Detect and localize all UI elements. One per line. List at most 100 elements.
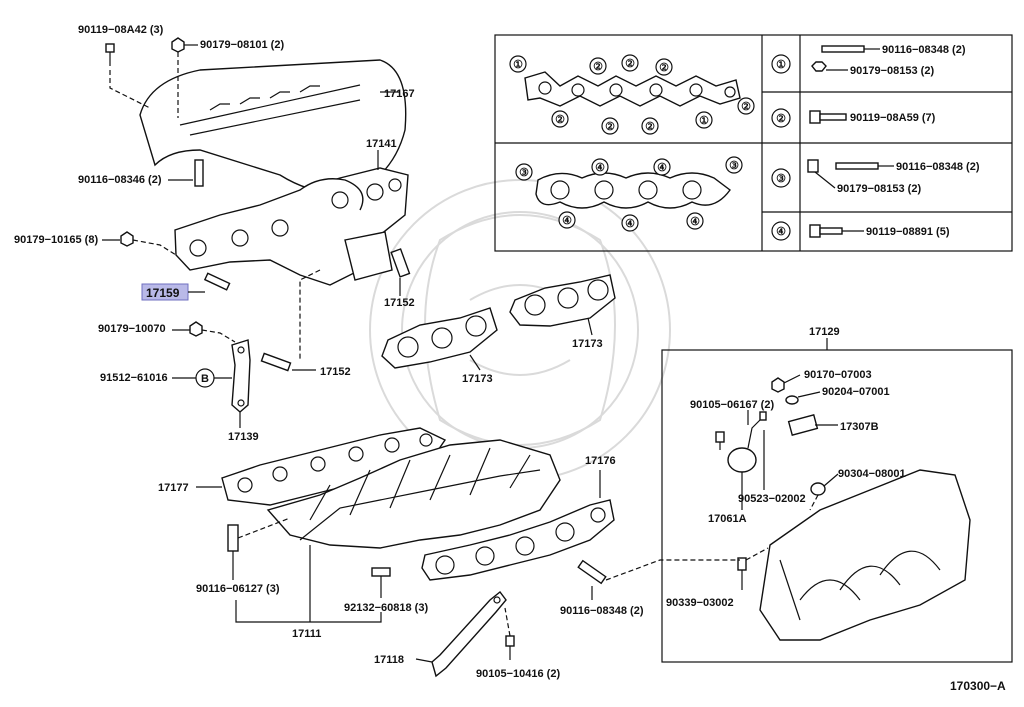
svg-text:91512−61016: 91512−61016 — [100, 372, 168, 384]
upper-gasket-drawing — [524, 71, 741, 107]
stay-17118 — [431, 591, 507, 678]
diagram-code: 170300−A — [950, 679, 1006, 693]
bolt-head-icon — [809, 110, 821, 124]
svg-text:90116−08348 (2): 90116−08348 (2) — [882, 44, 966, 56]
svg-text:90179−08101 (2): 90179−08101 (2) — [200, 39, 284, 51]
svg-text:④: ④ — [690, 216, 700, 228]
svg-text:③: ③ — [729, 160, 739, 172]
bolt-head-icon — [809, 224, 821, 238]
callout-1: ① — [513, 59, 523, 71]
stud-17152-lower — [260, 352, 292, 372]
svg-text:17152: 17152 — [384, 297, 415, 309]
part-17159-label: 17159 — [146, 286, 180, 300]
stud-90116-06127 — [227, 524, 239, 552]
svg-text:90339−03002: 90339−03002 — [666, 597, 734, 609]
plenum-17129 — [759, 469, 971, 641]
stud-90116-08348-lower — [577, 559, 607, 585]
actuator-17061A — [727, 411, 767, 473]
svg-text:17139: 17139 — [228, 431, 259, 443]
svg-text:②: ② — [625, 58, 635, 70]
legend-row-1: ① 90116−08348 (2) 90179−08153 (2) — [771, 44, 966, 77]
svg-text:90179−10165 (8): 90179−10165 (8) — [14, 234, 98, 246]
svg-text:90179−08153 (2): 90179−08153 (2) — [837, 183, 921, 195]
svg-text:17176: 17176 — [585, 455, 616, 467]
svg-text:②: ② — [605, 121, 615, 133]
nut-90170-07003 — [771, 377, 785, 393]
svg-text:17118: 17118 — [374, 654, 404, 666]
gasket-17176 — [421, 499, 615, 581]
svg-text:B: B — [201, 373, 209, 385]
bolt-90105-10416 — [505, 635, 515, 647]
o-ring-90304-08001 — [810, 482, 826, 496]
svg-text:17129: 17129 — [809, 326, 840, 338]
svg-text:17061A: 17061A — [708, 513, 747, 525]
stud-17152-upper — [390, 248, 411, 278]
legend-row-3: ③ 90116−08348 (2) 90179−08153 (2) — [771, 159, 980, 195]
svg-text:①: ① — [699, 115, 709, 127]
nut-90179-08101 — [171, 37, 185, 53]
exhaust-manifold-17141 — [174, 167, 409, 286]
nut-90179-10070 — [189, 321, 203, 337]
svg-text:90204−07001: 90204−07001 — [822, 386, 890, 398]
svg-text:90119−08A42 (3): 90119−08A42 (3) — [78, 24, 164, 36]
svg-text:90304−08001: 90304−08001 — [838, 468, 906, 480]
svg-text:90523−02002: 90523−02002 — [738, 493, 806, 505]
vsv-17307B — [787, 414, 838, 436]
svg-text:90116−06127 (3): 90116−06127 (3) — [196, 583, 280, 595]
bolt-90119-08A42 — [105, 43, 115, 66]
nut-90179-10165 — [120, 231, 134, 247]
bracket-17139 — [231, 339, 251, 413]
svg-text:④: ④ — [625, 218, 635, 230]
svg-text:③: ③ — [519, 167, 529, 179]
svg-text:90170−07003: 90170−07003 — [804, 369, 872, 381]
stud-17159 — [203, 272, 231, 291]
nut-icon — [807, 159, 819, 173]
svg-text:①: ① — [776, 59, 786, 71]
legend-row-2: ② 90119−08A59 (7) — [771, 108, 936, 128]
svg-text:90116−08348 (2): 90116−08348 (2) — [560, 605, 644, 617]
svg-text:④: ④ — [657, 162, 667, 174]
svg-text:17177: 17177 — [158, 482, 189, 494]
svg-text:②: ② — [645, 121, 655, 133]
svg-text:②: ② — [741, 101, 751, 113]
svg-text:90105−06167 (2): 90105−06167 (2) — [690, 399, 774, 411]
gasket-17173-right — [509, 274, 616, 327]
intake-plenum-box — [661, 349, 1013, 663]
svg-text:90116−08346 (2): 90116−08346 (2) — [78, 174, 162, 186]
svg-text:④: ④ — [562, 215, 572, 227]
legend-row-4: ④ 90119−08891 (5) — [771, 221, 950, 241]
gasket-legend-box: ① ② ② ② ② ② ② ② ① ③ ④ ④ ③ ④ ④ ④ ① — [494, 34, 1013, 252]
lower-gasket-drawing — [535, 172, 731, 209]
svg-text:④: ④ — [776, 226, 786, 238]
bolt-90105-06167 — [715, 431, 725, 443]
nut-icon — [811, 61, 827, 72]
svg-text:92132−60818 (3): 92132−60818 (3) — [344, 602, 428, 614]
svg-text:②: ② — [593, 61, 603, 73]
svg-text:17152: 17152 — [320, 366, 351, 378]
bolt-icon — [821, 45, 865, 53]
svg-text:17111: 17111 — [292, 628, 321, 640]
bolt-icon — [835, 162, 879, 170]
svg-text:④: ④ — [595, 162, 605, 174]
svg-text:③: ③ — [776, 173, 786, 185]
gasket-17173-left — [381, 307, 498, 369]
svg-text:17141: 17141 — [366, 138, 397, 150]
stud-92132-60818 — [371, 567, 391, 577]
svg-text:90105−10416 (2): 90105−10416 (2) — [476, 668, 560, 680]
svg-text:17173: 17173 — [572, 338, 603, 350]
svg-text:②: ② — [776, 113, 786, 125]
svg-text:17173: 17173 — [462, 373, 493, 385]
intake-manifold-17111 — [266, 439, 561, 549]
svg-text:90179−08153 (2): 90179−08153 (2) — [850, 65, 934, 77]
upper-gasket-callouts: ① ② ② ② ② ② ② ② ① — [509, 54, 755, 135]
bolt-icon — [819, 227, 843, 235]
svg-text:90116−08348 (2): 90116−08348 (2) — [896, 161, 980, 173]
svg-text:②: ② — [555, 114, 565, 126]
stud-90116-08346 — [194, 159, 204, 187]
bolt-icon — [819, 113, 847, 121]
svg-text:90119−08891 (5): 90119−08891 (5) — [866, 226, 950, 238]
svg-text:②: ② — [659, 62, 669, 74]
washer-90204-07001 — [785, 395, 799, 405]
svg-text:90119−08A59 (7): 90119−08A59 (7) — [850, 112, 936, 124]
